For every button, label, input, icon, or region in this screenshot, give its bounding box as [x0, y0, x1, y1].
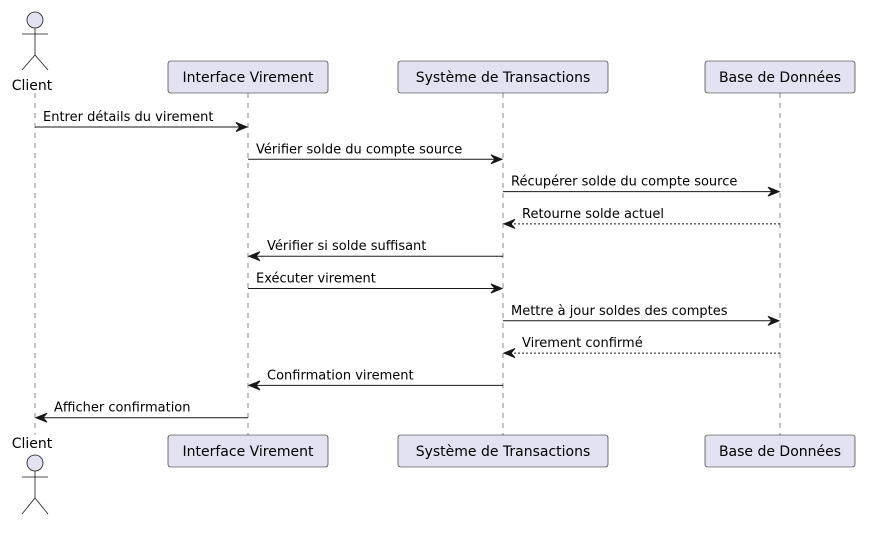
message-label: Exécuter virement	[256, 272, 376, 287]
arrow-head-icon	[247, 251, 261, 262]
message-label: Confirmation virement	[267, 368, 414, 383]
participant-label: Système de Transactions	[416, 70, 591, 86]
message-5: Vérifier si solde suffisant	[247, 239, 503, 262]
arrow-head-icon	[490, 283, 504, 294]
arrow-head-icon	[247, 380, 261, 391]
participant-system-top: Système de Transactions	[397, 60, 609, 94]
message-label: Vérifier solde du compte source	[256, 142, 462, 157]
arrow-head-icon	[767, 315, 781, 326]
arrow-head-icon	[235, 122, 249, 132]
participant-box	[397, 434, 609, 468]
message-label: Afficher confirmation	[54, 401, 191, 416]
arrow-head-icon	[490, 154, 504, 165]
participant-box	[397, 60, 609, 94]
arrow-head-icon	[34, 412, 48, 423]
actor-label: Client	[12, 436, 53, 452]
actor-leg-left	[21, 54, 36, 71]
message-4: Retourne solde actuel	[502, 207, 780, 229]
message-8: Virement confirmé	[502, 336, 780, 359]
actor-leg-left	[21, 497, 36, 515]
actor-leg-right	[34, 497, 49, 515]
participant-interface-top: Interface Virement	[167, 60, 329, 94]
actor-head	[26, 454, 44, 472]
message-6: Exécuter virement	[248, 272, 504, 294]
participant-db-bottom: Base de Données	[704, 434, 856, 468]
message-label: Vérifier si solde suffisant	[267, 239, 426, 254]
arrow-head-icon	[502, 348, 516, 359]
participant-label: Système de Transactions	[416, 444, 591, 460]
participant-interface-bottom: Interface Virement	[167, 434, 329, 468]
message-label: Mettre à jour soldes des comptes	[511, 304, 728, 319]
participant-label: Base de Données	[719, 70, 841, 86]
participant-box	[704, 60, 856, 94]
message-7: Mettre à jour soldes des comptes	[503, 304, 781, 326]
message-1: Entrer détails du virement	[35, 110, 249, 132]
arrow-head-icon	[767, 186, 781, 197]
participant-box	[167, 60, 329, 94]
participant-label: Interface Virement	[183, 444, 314, 460]
participant-box	[167, 434, 329, 468]
actor-leg-right	[34, 54, 49, 71]
message-2: Vérifier solde du compte source	[248, 142, 504, 165]
message-label: Récupérer solde du compte source	[511, 175, 737, 190]
message-label: Retourne solde actuel	[522, 207, 664, 222]
arrow-head-icon	[502, 218, 516, 229]
actor-head	[26, 11, 44, 29]
message-10: Afficher confirmation	[34, 401, 248, 423]
participant-label: Base de Données	[719, 444, 841, 460]
participant-label: Interface Virement	[183, 70, 314, 86]
participant-system-bottom: Système de Transactions	[397, 434, 609, 468]
participant-box	[704, 434, 856, 468]
actor-label: Client	[12, 78, 53, 94]
actor-client-bottom: Client	[12, 436, 53, 515]
participant-db-top: Base de Données	[704, 60, 856, 94]
message-label: Entrer détails du virement	[43, 110, 214, 125]
message-label: Virement confirmé	[522, 336, 643, 351]
actor-client-top: Client	[12, 11, 53, 94]
message-9: Confirmation virement	[247, 368, 503, 391]
message-3: Récupérer solde du compte source	[503, 175, 781, 197]
